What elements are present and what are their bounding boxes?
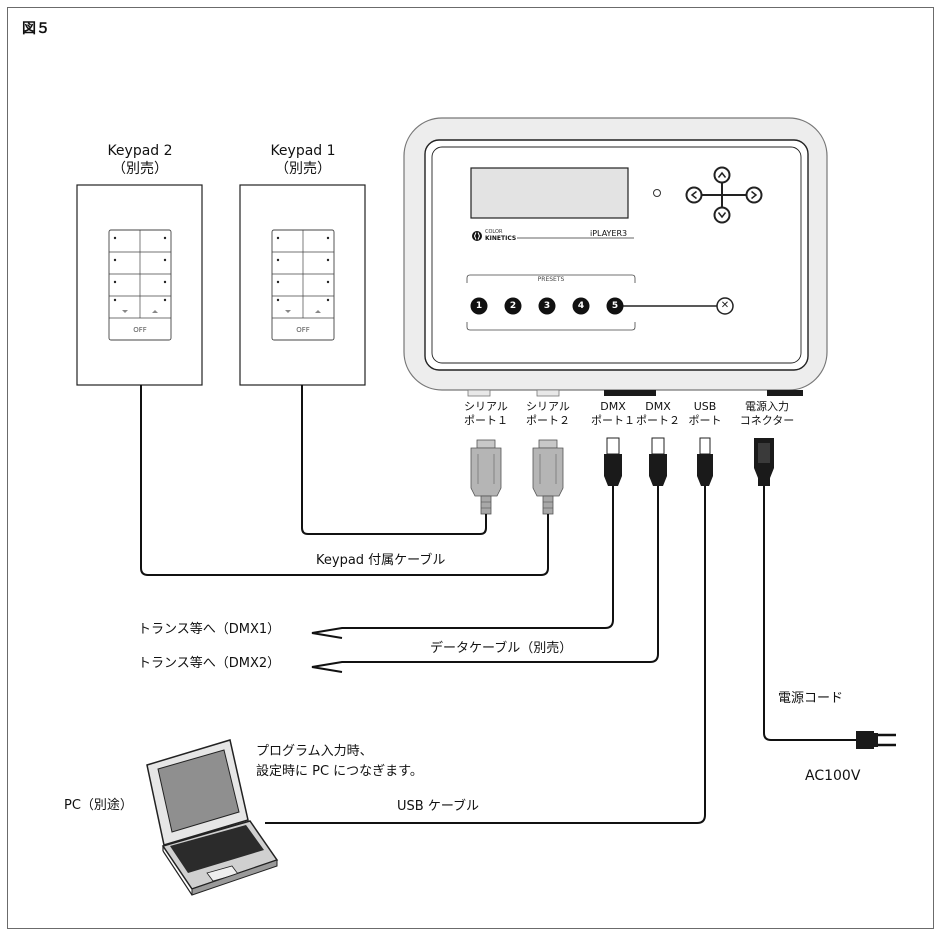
keypad-1-sub: （別売） <box>275 161 331 177</box>
port-dmx-2-line2: ポート２ <box>636 414 680 427</box>
preset-button-2: 2 <box>509 301 517 311</box>
iplayer-device <box>403 117 828 397</box>
model-name: iPLAYER3 <box>590 229 628 238</box>
preset-button-4: 4 <box>577 301 585 311</box>
keypad-cable-label: Keypad 付属ケーブル <box>316 553 446 568</box>
keypad-2-sub: （別売） <box>112 161 168 177</box>
status-led <box>653 189 661 197</box>
up-arrow-button <box>713 166 731 184</box>
brand-name: KINETICS <box>485 235 517 242</box>
brand-logo-icon <box>472 231 482 241</box>
ac-voltage-label: AC100V <box>805 768 861 784</box>
lcd-display <box>470 167 629 219</box>
cables <box>140 385 856 824</box>
cancel-icon: ✕ <box>720 300 730 311</box>
port-dmx-1-line1: DMX <box>600 400 626 413</box>
presets-label: PRESETS <box>521 276 581 283</box>
port-serial-1-line2: ポート１ <box>464 414 508 427</box>
port-serial-1-line1: シリアル <box>464 400 508 413</box>
keypad-1-name: Keypad 1 <box>270 143 336 159</box>
port-serial-2-line2: ポート２ <box>526 414 570 427</box>
cancel-button <box>716 297 734 315</box>
dmx1-target-label: トランス等へ（DMX1） <box>138 622 281 637</box>
dmx1-cable <box>311 486 614 639</box>
port-usb-line1: USB <box>693 400 717 413</box>
power-cord-label: 電源コード <box>778 691 844 706</box>
power-cord <box>763 486 856 741</box>
dmx-connector-2 <box>648 437 668 487</box>
pc-note-line2: 設定時に PC につなぎます。 <box>256 764 423 779</box>
preset-button-3: 3 <box>543 301 551 311</box>
data-cable-label: データケーブル（別売） <box>430 641 573 656</box>
pc-note-line1: プログラム入力時、 <box>256 744 373 759</box>
preset-button-1: 1 <box>475 301 483 311</box>
right-arrow-button <box>745 186 763 204</box>
keypad-1-off-label: OFF <box>296 326 310 334</box>
figure-label: 図５ <box>22 21 50 37</box>
port-dmx-2-line1: DMX <box>645 400 671 413</box>
port-power-line1: 電源入力 <box>745 400 789 413</box>
port-usb-line2: ポート <box>688 414 722 427</box>
serial-connector-1 <box>470 439 502 515</box>
usb-connector <box>697 437 713 486</box>
usb-cable-label: USB ケーブル <box>397 799 480 814</box>
dmx2-target-label: トランス等へ（DMX2） <box>138 656 281 671</box>
keypad-2-name: Keypad 2 <box>107 143 173 159</box>
down-arrow-button <box>713 206 731 224</box>
left-arrow-button <box>685 186 703 204</box>
ac-plug-icon <box>856 731 896 749</box>
keypad-1-cable <box>301 385 487 535</box>
port-dmx-1-line2: ポート１ <box>591 414 635 427</box>
figure-frame <box>7 7 934 929</box>
power-connector <box>754 438 774 486</box>
keypad-2-cable <box>140 385 549 576</box>
port-power-line2: コネクター <box>739 414 795 427</box>
brand-small: COLOR <box>485 229 503 235</box>
serial-connector-2 <box>532 439 564 515</box>
pc-label: PC（別途） <box>64 798 133 813</box>
dmx2-cable <box>311 486 659 673</box>
laptop-icon <box>146 739 279 896</box>
preset-button-5: 5 <box>611 301 619 311</box>
dmx-connector-1 <box>603 437 623 487</box>
usb-cable <box>265 486 706 824</box>
keypad-2-off-label: OFF <box>133 326 147 334</box>
keypad-2 <box>76 184 203 386</box>
keypad-1 <box>239 184 366 386</box>
port-serial-2-line1: シリアル <box>526 400 570 413</box>
